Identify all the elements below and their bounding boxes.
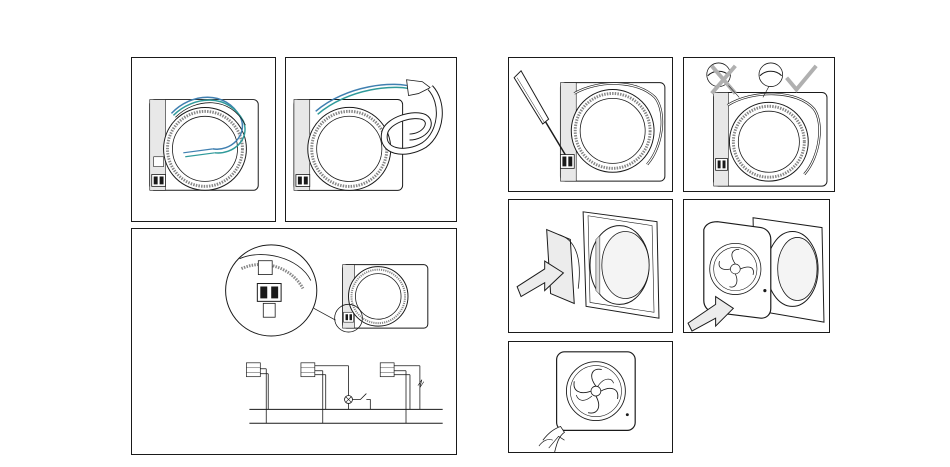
figure-terminal-wiring-diagram — [131, 228, 457, 455]
figure-attach-inner-cover — [508, 199, 673, 333]
push-arrow-icon — [509, 200, 672, 332]
figure-finished-fan — [508, 341, 673, 453]
figure-screwdriver-tighten — [508, 57, 673, 192]
figure-wire-check — [683, 57, 835, 192]
wiring-diagram-icon — [132, 229, 456, 454]
push-arrow-icon — [684, 200, 829, 332]
figure-wires-routed — [131, 57, 276, 222]
fan-base-with-wires-icon — [132, 58, 275, 221]
screwdriver-icon — [509, 58, 672, 191]
figure-attach-front-cover — [683, 199, 830, 333]
fan-front-icon — [509, 342, 672, 452]
cross-and-check-icon — [684, 58, 834, 191]
figure-cable-coil-arrow — [285, 57, 457, 222]
fan-base-with-cable-coil-icon — [286, 58, 456, 221]
